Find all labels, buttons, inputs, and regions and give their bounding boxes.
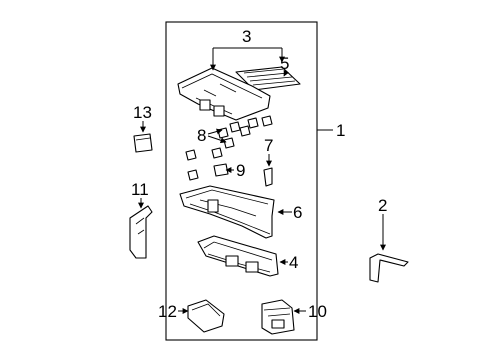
part-11-bracket bbox=[129, 205, 153, 259]
part-4-lower-cover bbox=[197, 235, 279, 277]
callout-8: 8 bbox=[197, 126, 206, 145]
leader-lines bbox=[138, 47, 386, 314]
callout-1: 1 bbox=[336, 121, 345, 140]
callout-5: 5 bbox=[280, 54, 289, 73]
part-6-fuse-box-body bbox=[179, 185, 275, 239]
part-12-connector bbox=[187, 299, 225, 333]
part-10-relay-block bbox=[261, 299, 295, 335]
callout-12: 12 bbox=[158, 302, 177, 321]
callout-2: 2 bbox=[378, 196, 387, 215]
callout-10: 10 bbox=[308, 302, 327, 321]
part-7-terminal bbox=[263, 167, 273, 187]
part-2-small-bracket bbox=[369, 253, 409, 283]
callout-3: 3 bbox=[242, 27, 251, 46]
callout-4: 4 bbox=[289, 253, 298, 272]
callout-13: 13 bbox=[133, 103, 152, 122]
part-13-relay bbox=[133, 133, 153, 153]
callout-9: 9 bbox=[236, 161, 245, 180]
assembly-frame bbox=[165, 21, 318, 341]
callout-7: 7 bbox=[264, 136, 273, 155]
callout-11: 11 bbox=[131, 180, 149, 199]
part-9-fuse-holders bbox=[185, 147, 229, 181]
part-3-upper-cover bbox=[177, 67, 271, 121]
callout-6: 6 bbox=[293, 203, 302, 222]
